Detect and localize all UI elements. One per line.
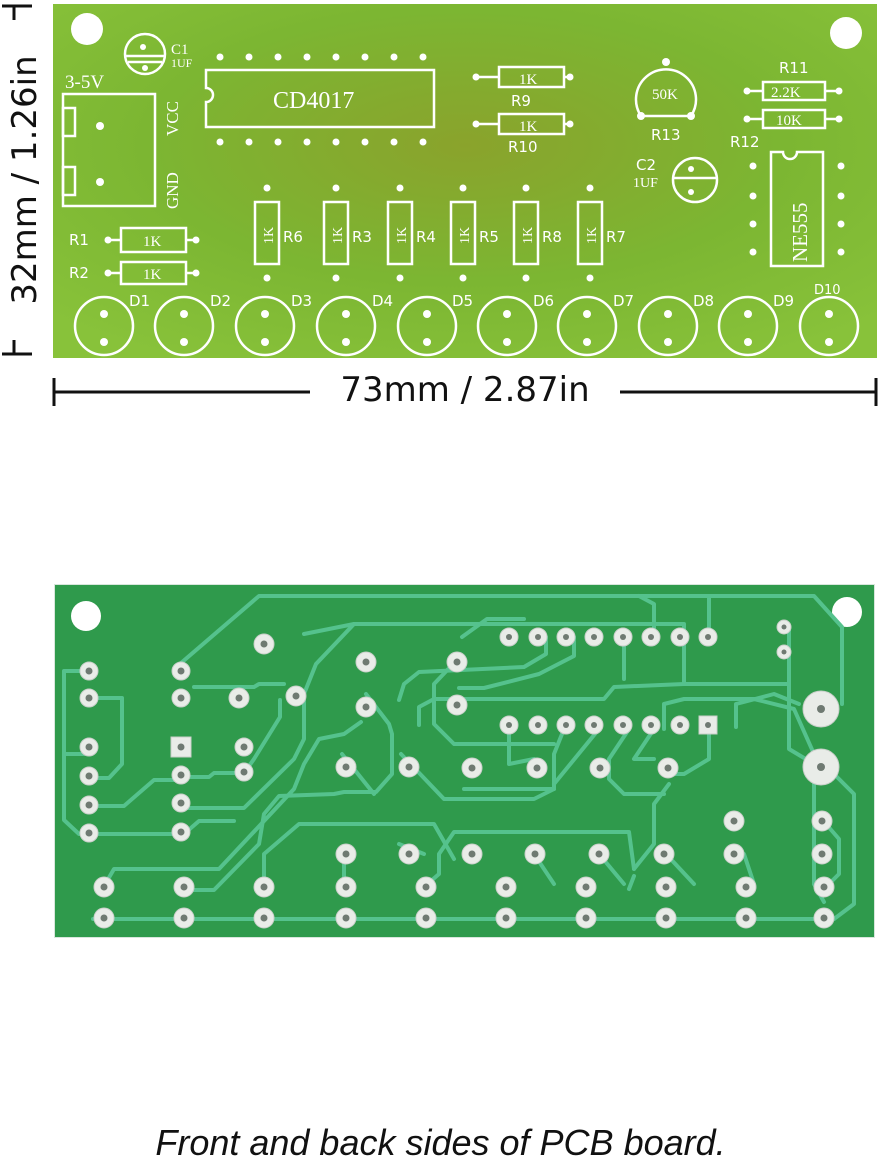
- r1-ref: R1: [69, 231, 89, 249]
- power-connector: [61, 92, 157, 208]
- pcb-back-side: [54, 584, 875, 938]
- r9-ref: R9: [511, 92, 531, 110]
- led-footprints: [73, 295, 860, 357]
- r7-ref: R7: [606, 228, 626, 246]
- led-d5-label: D5: [452, 292, 473, 310]
- pcb-front-side: 3-5V VCC GND C1 1UF CD4017 1K R9 1K R10 …: [53, 4, 877, 358]
- r6-value: 1K: [262, 227, 277, 244]
- r5-ref: R5: [479, 228, 499, 246]
- r10-value: 1K: [519, 119, 538, 135]
- r5-value: 1K: [458, 227, 473, 244]
- copper-traces: [62, 594, 856, 921]
- r11-ref: R11: [779, 59, 809, 77]
- r9-value: 1K: [519, 72, 538, 88]
- led-d9-label: D9: [773, 292, 794, 310]
- r11-value: 2.2K: [771, 85, 801, 101]
- r8-ref: R8: [542, 228, 562, 246]
- mounting-hole: [832, 597, 862, 627]
- power-label: 3-5V: [65, 72, 104, 93]
- r6-ref: R6: [283, 228, 303, 246]
- r7-value: 1K: [585, 227, 600, 244]
- drill-holes: [85, 624, 828, 922]
- r12-value: 10K: [776, 113, 802, 129]
- capacitor-c1: [123, 32, 167, 76]
- r10-ref: R10: [508, 138, 538, 156]
- led-d4-label: D4: [372, 292, 393, 310]
- led-d3-label: D3: [291, 292, 312, 310]
- vertical-resistors: [253, 200, 604, 266]
- c2-value: 1UF: [633, 176, 658, 191]
- cd4017-label: CD4017: [273, 88, 354, 114]
- r12-ref: R12: [730, 133, 760, 151]
- r2-value: 1K: [143, 267, 162, 283]
- led-d1-label: D1: [129, 292, 150, 310]
- width-dimension-label: 73mm / 2.87in: [310, 370, 620, 410]
- c2-ref: C2: [636, 156, 656, 174]
- r3-ref: R3: [352, 228, 372, 246]
- r4-value: 1K: [395, 227, 410, 244]
- led-d6-label: D6: [533, 292, 554, 310]
- potentiometer-r13: [634, 68, 698, 118]
- c1-ref: C1: [171, 42, 189, 58]
- vcc-label: VCC: [163, 101, 182, 136]
- r4-ref: R4: [416, 228, 436, 246]
- mounting-hole: [830, 17, 862, 49]
- r13-value: 50K: [652, 87, 678, 103]
- r1-value: 1K: [143, 234, 162, 250]
- led-d8-label: D8: [693, 292, 714, 310]
- r13-ref: R13: [651, 126, 681, 144]
- capacitor-c2: [671, 156, 719, 204]
- ic-cd4017-outline: [204, 68, 436, 129]
- height-dimension-label: 32mm / 1.26in: [5, 20, 45, 340]
- ne555-label: NE555: [788, 203, 812, 263]
- led-d10-label: D10: [814, 283, 841, 298]
- c1-value: 1UF: [171, 56, 193, 70]
- r3-value: 1K: [331, 227, 346, 244]
- through-hole-pads: [96, 44, 845, 346]
- r8-value: 1K: [521, 227, 536, 244]
- image-caption: Front and back sides of PCB board.: [155, 1122, 726, 1163]
- mounting-hole: [71, 601, 101, 631]
- ic-ne555-outline: [769, 150, 825, 268]
- led-d2-label: D2: [210, 292, 231, 310]
- led-d7-label: D7: [613, 292, 634, 310]
- gnd-label: GND: [163, 172, 182, 209]
- mounting-hole: [71, 13, 103, 45]
- r2-ref: R2: [69, 264, 89, 282]
